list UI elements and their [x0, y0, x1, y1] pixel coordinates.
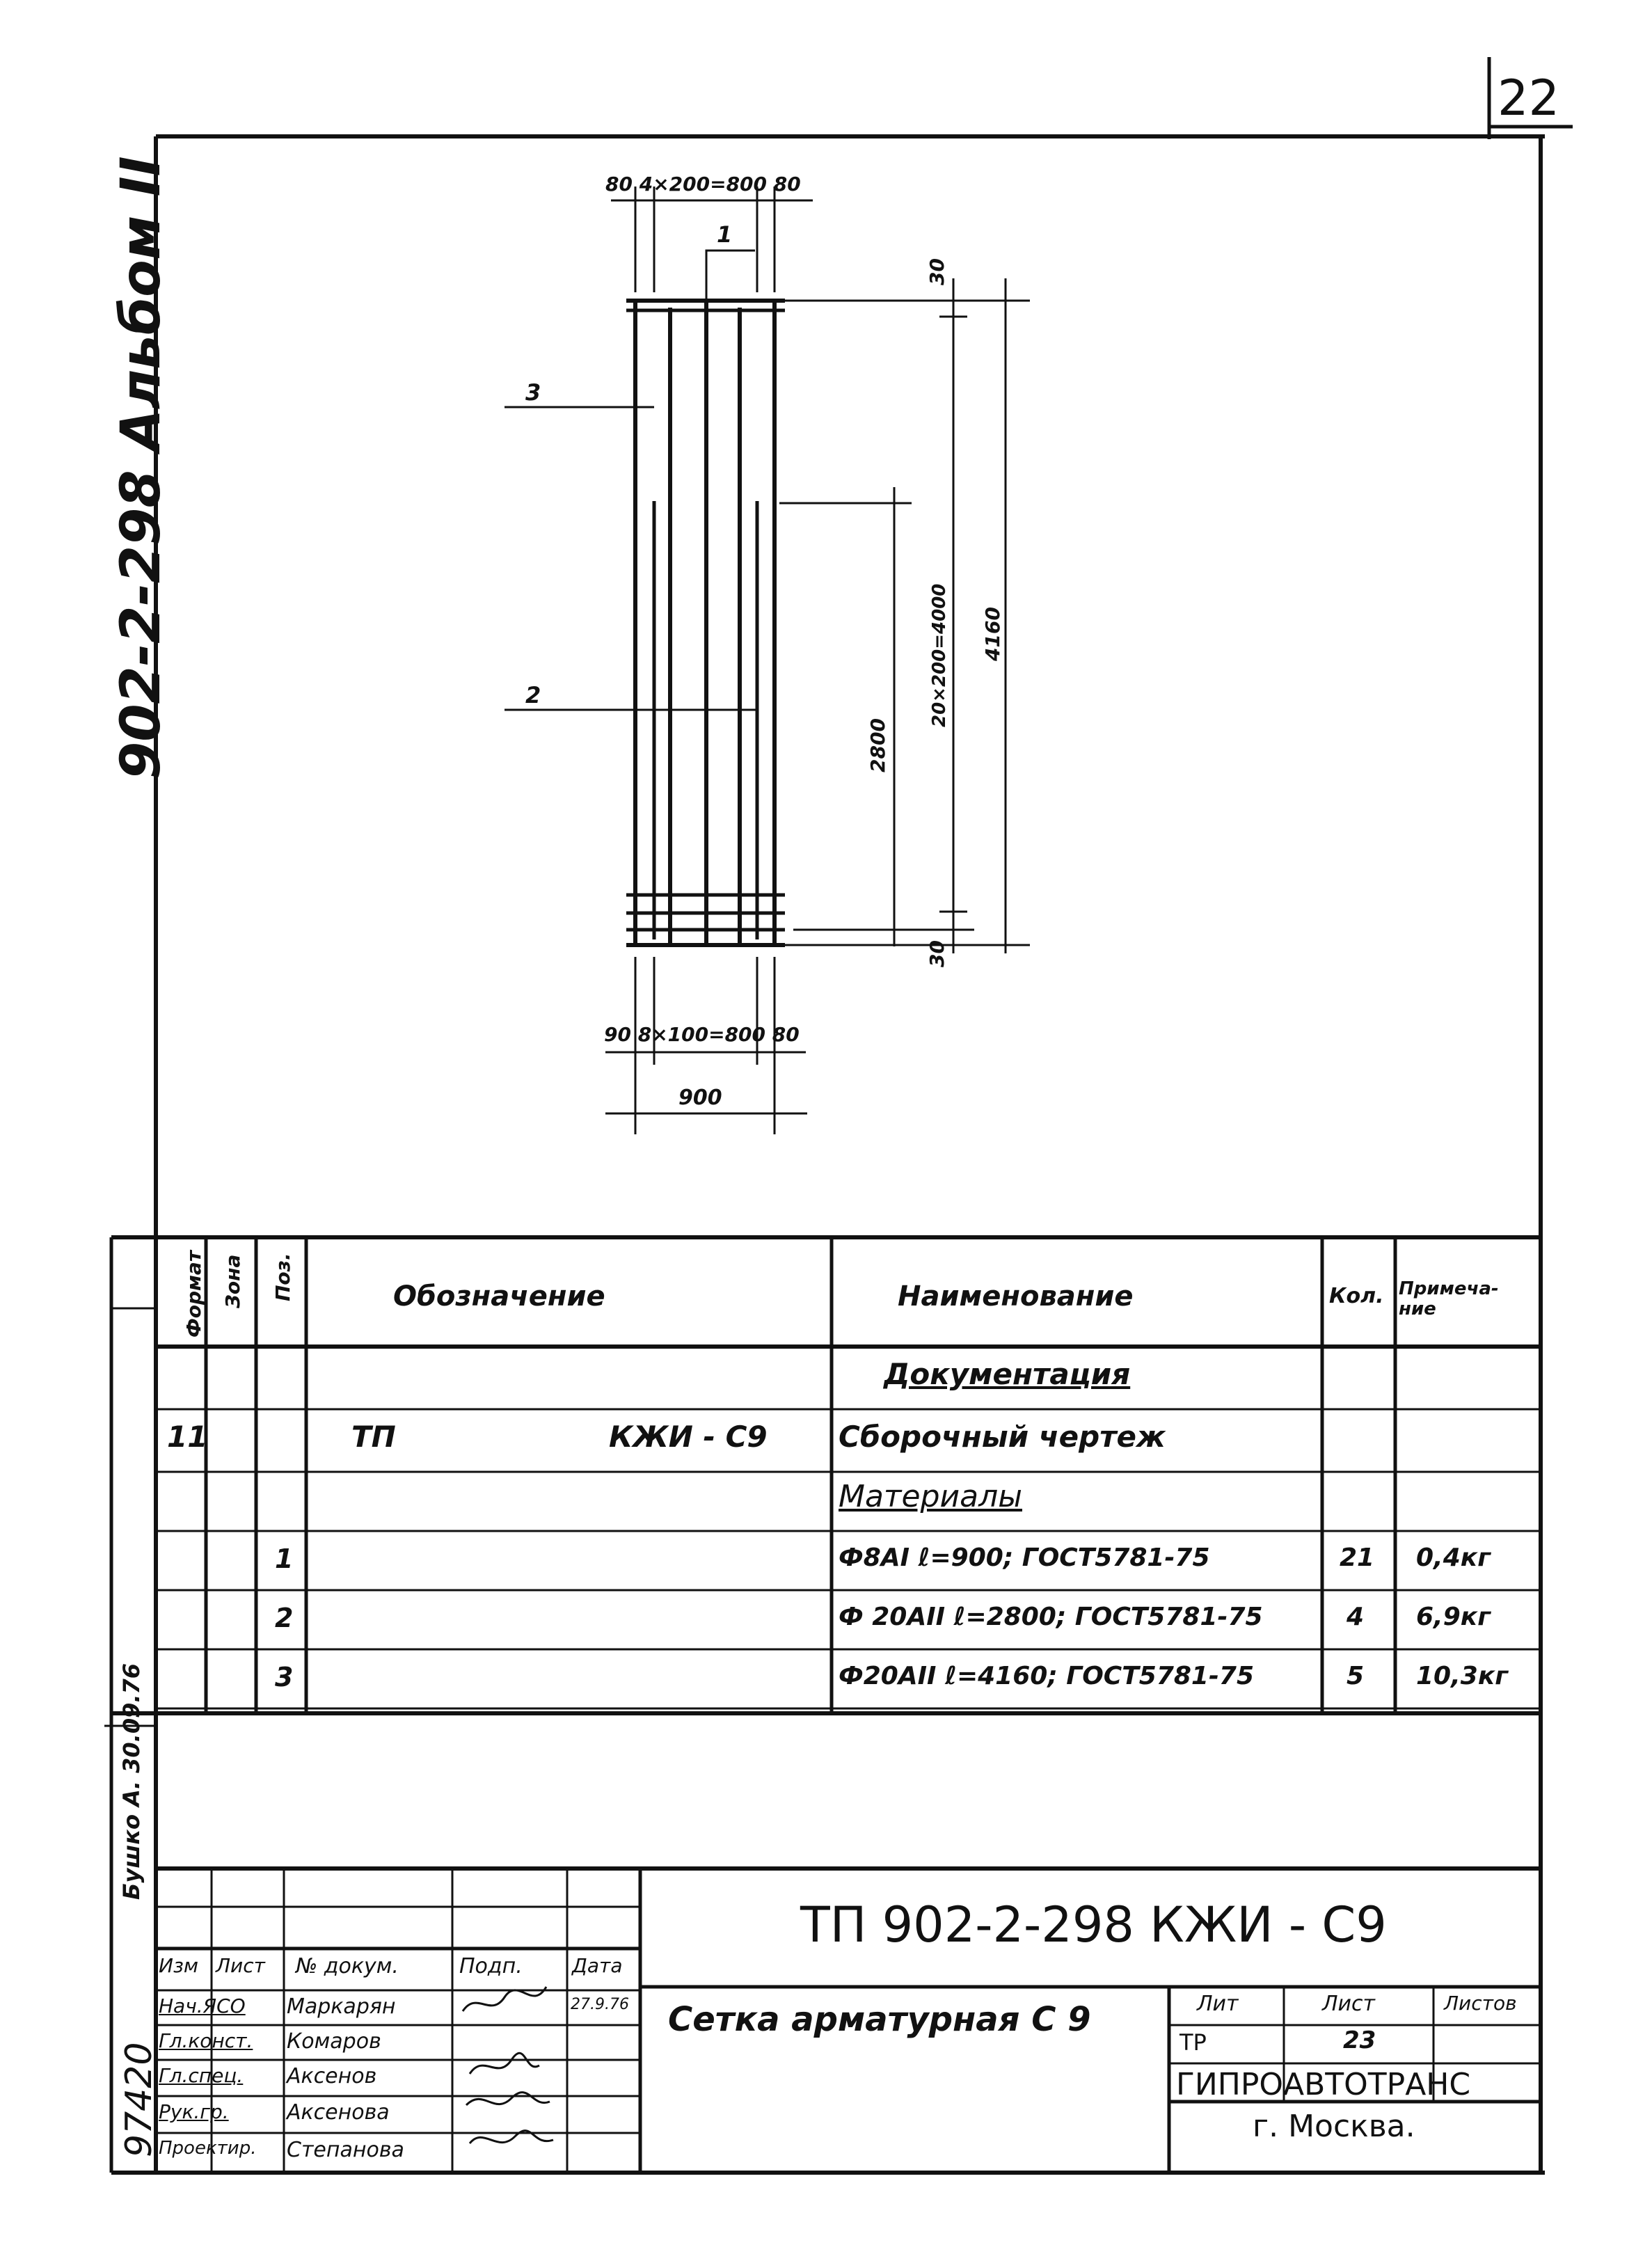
top-dimension-chain: 80 4×200=800 80 [605, 173, 801, 196]
list-value: 23 [1343, 2026, 1376, 2054]
side-signature-date: Бушко А. 30.09.76 [118, 1663, 145, 1900]
header-pos: Поз. [271, 1253, 294, 1301]
lit-header: Лит [1197, 1992, 1239, 2016]
row-assembly-designation-code: КЖИ - С9 [609, 1420, 768, 1454]
side-inventory-number: 97420 [118, 2042, 160, 2157]
dim-spacing: 20×200=4000 [929, 583, 950, 727]
row-assembly-format: 11 [167, 1420, 208, 1454]
header-designation: Обозначение [393, 1280, 605, 1312]
staff-role-3: Гл.спец. [159, 2064, 244, 2087]
row-note-2: 6,9кг [1416, 1603, 1491, 1631]
staff-role-5: Проектир. [159, 2138, 257, 2159]
overall-width-dimension: 900 [678, 1086, 722, 1110]
title-block-grid [156, 1866, 1541, 2173]
spec-table-grid [111, 1235, 1541, 1715]
header-name: Наименование [898, 1280, 1134, 1312]
pos-callout-2: 2 [525, 682, 541, 708]
row-qty-1: 21 [1340, 1544, 1375, 1572]
mesh-drawing [505, 187, 1030, 1134]
row-name-2: Ф 20АII ℓ=2800; ГОСТ5781-75 [839, 1603, 1263, 1631]
row-name-3: Ф20АII ℓ=4160; ГОСТ5781-75 [839, 1662, 1255, 1690]
signatures [461, 1986, 554, 2145]
staff-role-4: Рук.гр. [159, 2100, 229, 2123]
row-pos-2: 2 [275, 1603, 294, 1633]
bottom-dimension-chain: 90 8×100=800 80 [604, 1023, 800, 1046]
dim-top-30: 30 [926, 258, 948, 285]
dim-2800: 2800 [866, 718, 889, 772]
lit-value: ТР [1180, 2029, 1207, 2056]
staff-role-2: Гл.конст. [159, 2029, 253, 2052]
dim-total: 4160 [981, 607, 1004, 661]
row-qty-2: 4 [1347, 1603, 1365, 1631]
side-strip-grid [104, 1237, 156, 2173]
header-note: Примеча-ние [1399, 1278, 1499, 1319]
staff-name-1: Маркарян [287, 1994, 396, 2019]
staff-name-3: Аксенов [287, 2064, 377, 2088]
row-note-1: 0,4кг [1416, 1544, 1491, 1572]
col-sign: Подп. [459, 1954, 523, 1978]
row-materials: Материалы [839, 1479, 1022, 1514]
lists-header: Листов [1444, 1992, 1517, 2015]
organization: ГИПРОАВТОТРАНС [1176, 2067, 1471, 2102]
page-number: 22 [1498, 70, 1560, 127]
header-zone: Зона [221, 1254, 244, 1308]
row-assembly-designation: ТП [351, 1420, 396, 1454]
row-documentation: Документация [884, 1357, 1131, 1391]
col-doc: № докум. [296, 1954, 399, 1978]
doc-title: Сетка арматурная С 9 [668, 2000, 1091, 2039]
list-header: Лист [1322, 1992, 1376, 2016]
col-date: Дата [572, 1954, 623, 1977]
row-note-3: 10,3кг [1416, 1662, 1509, 1690]
doc-code: ТП 902-2-298 КЖИ - С9 [800, 1896, 1387, 1953]
header-qty: Кол. [1329, 1284, 1384, 1308]
staff-name-2: Комаров [287, 2029, 381, 2054]
staff-role-1: Нач.ЯСО [159, 1994, 246, 2017]
header-format: Формат [182, 1250, 205, 1338]
row-pos-3: 3 [275, 1662, 294, 1692]
row-name-1: Ф8АI ℓ=900; ГОСТ5781-75 [839, 1544, 1210, 1572]
pos-callout-3: 3 [525, 379, 541, 406]
col-izm: Изм [159, 1954, 198, 1977]
staff-name-4: Аксенова [287, 2100, 390, 2125]
dim-bottom-30: 30 [926, 940, 948, 967]
staff-name-5: Степанова [287, 2138, 404, 2162]
col-list: Лист [216, 1954, 265, 1977]
city: г. Москва. [1253, 2109, 1415, 2144]
row-assembly-name: Сборочный чертеж [839, 1420, 1166, 1454]
row-pos-1: 1 [275, 1544, 294, 1574]
pos-callout-1: 1 [717, 221, 733, 248]
staff-sign-date: 27.9.76 [571, 1996, 629, 2013]
row-qty-3: 5 [1347, 1662, 1365, 1690]
